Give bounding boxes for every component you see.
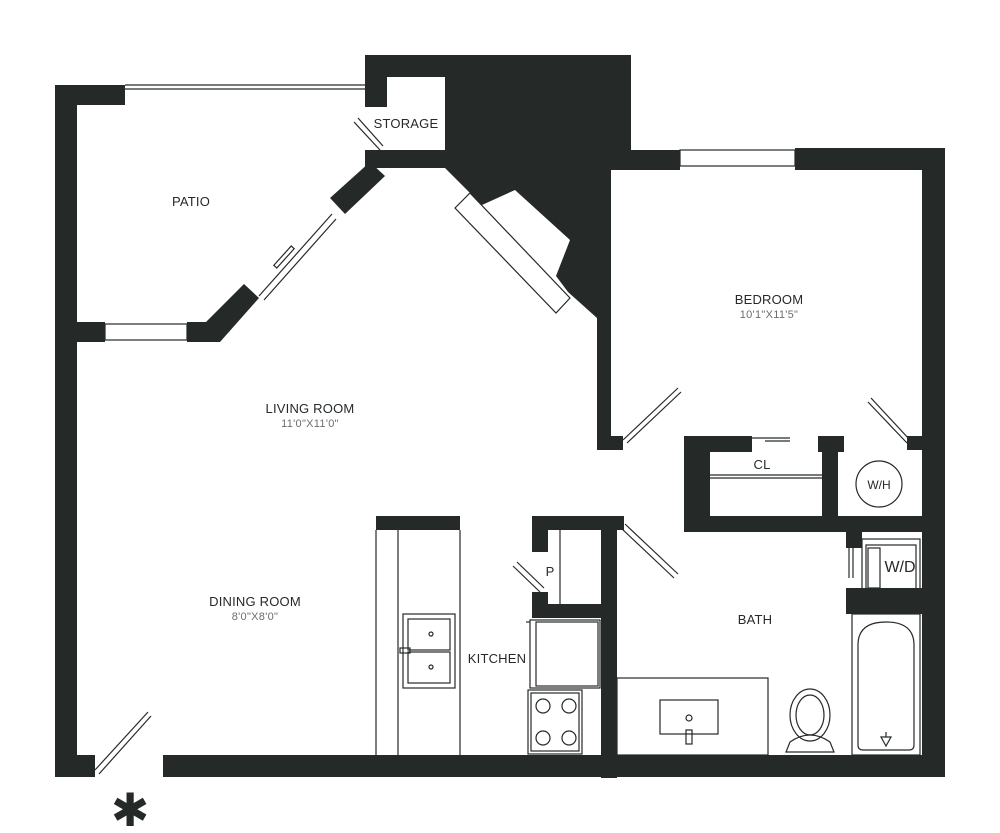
bath-fixtures	[616, 460, 921, 756]
kitchen-fixtures	[375, 530, 601, 755]
bathroom-sink-icon	[659, 699, 719, 745]
entry-marker-icon: ✱	[111, 783, 150, 833]
water-heater-icon	[855, 460, 903, 508]
water-heater-label: W/H	[867, 478, 890, 492]
dining-room-label: DINING ROOM	[209, 594, 301, 609]
refrigerator-icon	[526, 619, 601, 689]
room-labels: STORAGE PATIO BEDROOM 10'1"X11'5" LIVING…	[111, 116, 916, 833]
bedroom-label: BEDROOM	[735, 292, 804, 307]
bath-label: BATH	[738, 612, 773, 627]
doors	[94, 117, 911, 775]
dining-room-size: 8'0"X8'0"	[232, 611, 279, 623]
walls	[55, 55, 945, 778]
windows	[104, 84, 796, 341]
living-room-label: LIVING ROOM	[266, 401, 355, 416]
bathtub-icon	[851, 613, 921, 756]
pantry-label: P	[546, 564, 555, 579]
patio-label: PATIO	[172, 194, 210, 209]
washer-dryer-icon	[861, 538, 921, 595]
storage-label: STORAGE	[374, 116, 439, 131]
toilet-icon	[785, 688, 835, 753]
stove-icon	[527, 689, 583, 755]
living-room-size: 11'0"X11'0"	[281, 418, 339, 430]
washer-dryer-label: W/D	[884, 559, 915, 576]
kitchen-sink-icon	[399, 613, 456, 689]
kitchen-label: KITCHEN	[468, 651, 526, 666]
bedroom-size: 10'1"X11'5"	[740, 309, 799, 321]
closet-label: CL	[753, 457, 770, 472]
